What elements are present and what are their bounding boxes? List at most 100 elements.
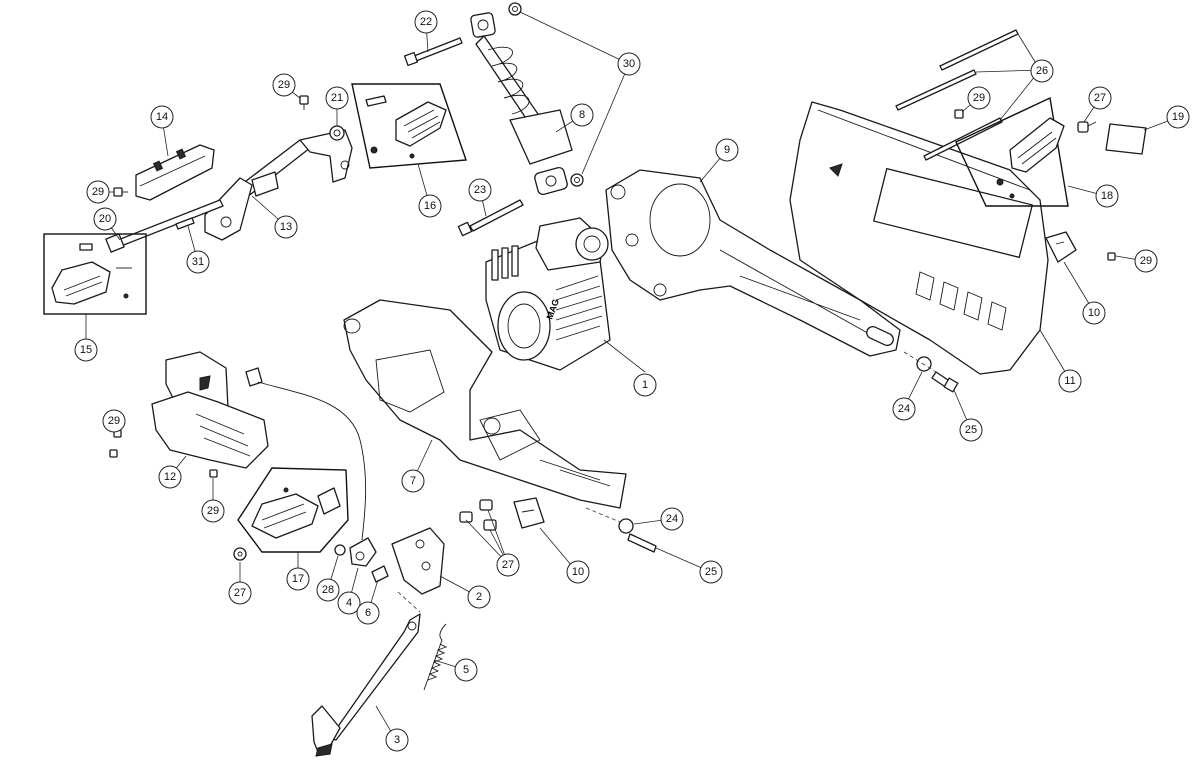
part-3-kickstand: [311, 613, 421, 757]
svg-text:14: 14: [156, 111, 168, 123]
part-10-rubber-block-right: [1045, 231, 1077, 263]
part-13-footrest-bracket: [204, 129, 353, 241]
part-27-bolt-lower-left: [233, 547, 247, 561]
svg-text:5: 5: [463, 664, 469, 676]
part-5-spring: [423, 623, 448, 691]
callout-30: 30: [617, 52, 641, 76]
svg-text:23: 23: [474, 184, 486, 196]
svg-text:29: 29: [108, 415, 120, 427]
svg-text:27: 27: [234, 587, 246, 599]
svg-text:19: 19: [1172, 111, 1184, 123]
part-11-chain-guard: [789, 101, 1049, 375]
part-7-main-frame: [343, 299, 627, 509]
svg-text:16: 16: [424, 200, 436, 212]
svg-text:11: 11: [1064, 375, 1075, 387]
callout-4: 4: [337, 591, 361, 615]
callout-29-top: 29: [272, 73, 296, 97]
part-28-small-nut: [334, 544, 346, 556]
callout-22: 22: [414, 10, 438, 34]
part-10-rubber-block-center: [513, 497, 545, 529]
callout-9: 9: [715, 138, 739, 162]
svg-text:6: 6: [365, 607, 371, 619]
svg-text:10: 10: [1088, 307, 1100, 319]
part-30-washer-bottom: [570, 173, 584, 187]
svg-text:25: 25: [705, 566, 717, 578]
svg-text:21: 21: [331, 92, 343, 104]
part-6-bolt: [371, 565, 389, 583]
callout-10-right: 10: [1082, 301, 1106, 325]
part-14-footrest-pad: [135, 144, 215, 201]
svg-text:29: 29: [278, 79, 290, 91]
svg-text:18: 18: [1101, 190, 1113, 202]
callout-3: 3: [385, 728, 409, 752]
part-8-shock-absorber: [470, 12, 573, 196]
svg-text:27: 27: [502, 559, 514, 571]
part-29-screw-f: [1107, 252, 1116, 261]
svg-text:15: 15: [80, 344, 92, 356]
part-31-pin: [175, 217, 195, 230]
part-19-label-plate: [1105, 123, 1147, 155]
part-27-bolts-center: [459, 499, 497, 531]
callout-31: 31: [186, 250, 210, 274]
callout-29-upper-right: 29: [967, 86, 991, 110]
svg-text:3: 3: [394, 734, 400, 746]
callout-13: 13: [274, 215, 298, 239]
svg-text:29: 29: [973, 92, 985, 104]
callout-15: 15: [74, 338, 98, 362]
svg-text:30: 30: [623, 58, 635, 70]
part-9-swingarm-casting: [605, 169, 901, 357]
part-25-bolt-right: [931, 371, 959, 393]
part-21-nut: [329, 125, 345, 141]
svg-text:31: 31: [192, 256, 204, 268]
callout-1: 1: [633, 373, 657, 397]
part-22-bolt: [403, 37, 463, 67]
svg-text:26: 26: [1036, 65, 1048, 77]
part-2-stand-bracket: [391, 527, 445, 595]
callout-24-center: 24: [660, 507, 684, 531]
callout-24-right: 24: [892, 397, 916, 421]
callout-10-center: 10: [566, 560, 590, 584]
part-12-side-guard: [151, 351, 269, 469]
svg-text:29: 29: [207, 505, 219, 517]
part-24-nut-center: [618, 518, 634, 534]
callout-28: 28: [316, 578, 340, 602]
part-17-footpeg-group: [237, 467, 349, 553]
part-16-footpeg-group: [351, 83, 467, 169]
part-18-footpeg-group: [955, 96, 1069, 207]
svg-text:4: 4: [346, 597, 352, 609]
callout-17: 17: [286, 567, 310, 591]
part-30-washer-top: [508, 2, 522, 16]
sensor-cable: [245, 367, 367, 541]
svg-text:28: 28: [322, 584, 334, 596]
callout-2: 2: [467, 585, 491, 609]
callout-14: 14: [150, 105, 174, 129]
callout-20: 20: [93, 207, 117, 231]
svg-text:9: 9: [724, 144, 730, 156]
svg-text:7: 7: [410, 475, 416, 487]
part-4-sensor: [349, 537, 377, 567]
svg-text:10: 10: [572, 566, 584, 578]
part-15-footpeg-group: [43, 233, 147, 315]
callout-29-lower: 29: [201, 499, 225, 523]
callout-7: 7: [401, 469, 425, 493]
part-29-screw-c: [109, 429, 122, 458]
part-27-bolt-right: [1077, 121, 1097, 133]
callout-29-guard: 29: [102, 409, 126, 433]
part-23-bolt: [457, 199, 524, 237]
svg-text:24: 24: [666, 513, 678, 525]
callout-26: 26: [1030, 59, 1054, 83]
callout-6: 6: [356, 601, 380, 625]
callout-29-left: 29: [86, 180, 110, 204]
callout-25-center: 25: [699, 560, 723, 584]
callout-29-far-right: 29: [1134, 249, 1158, 273]
callout-27-right: 27: [1088, 86, 1112, 110]
callout-8: 8: [570, 103, 594, 127]
part-24-nut-right: [916, 356, 932, 372]
part-29-screw-d: [209, 469, 218, 478]
callout-25-right: 25: [959, 418, 983, 442]
part-1-motor: MAG: [485, 217, 611, 371]
callout-18: 18: [1095, 184, 1119, 208]
svg-text:12: 12: [164, 471, 176, 483]
part-29-screw-a: [299, 95, 309, 110]
